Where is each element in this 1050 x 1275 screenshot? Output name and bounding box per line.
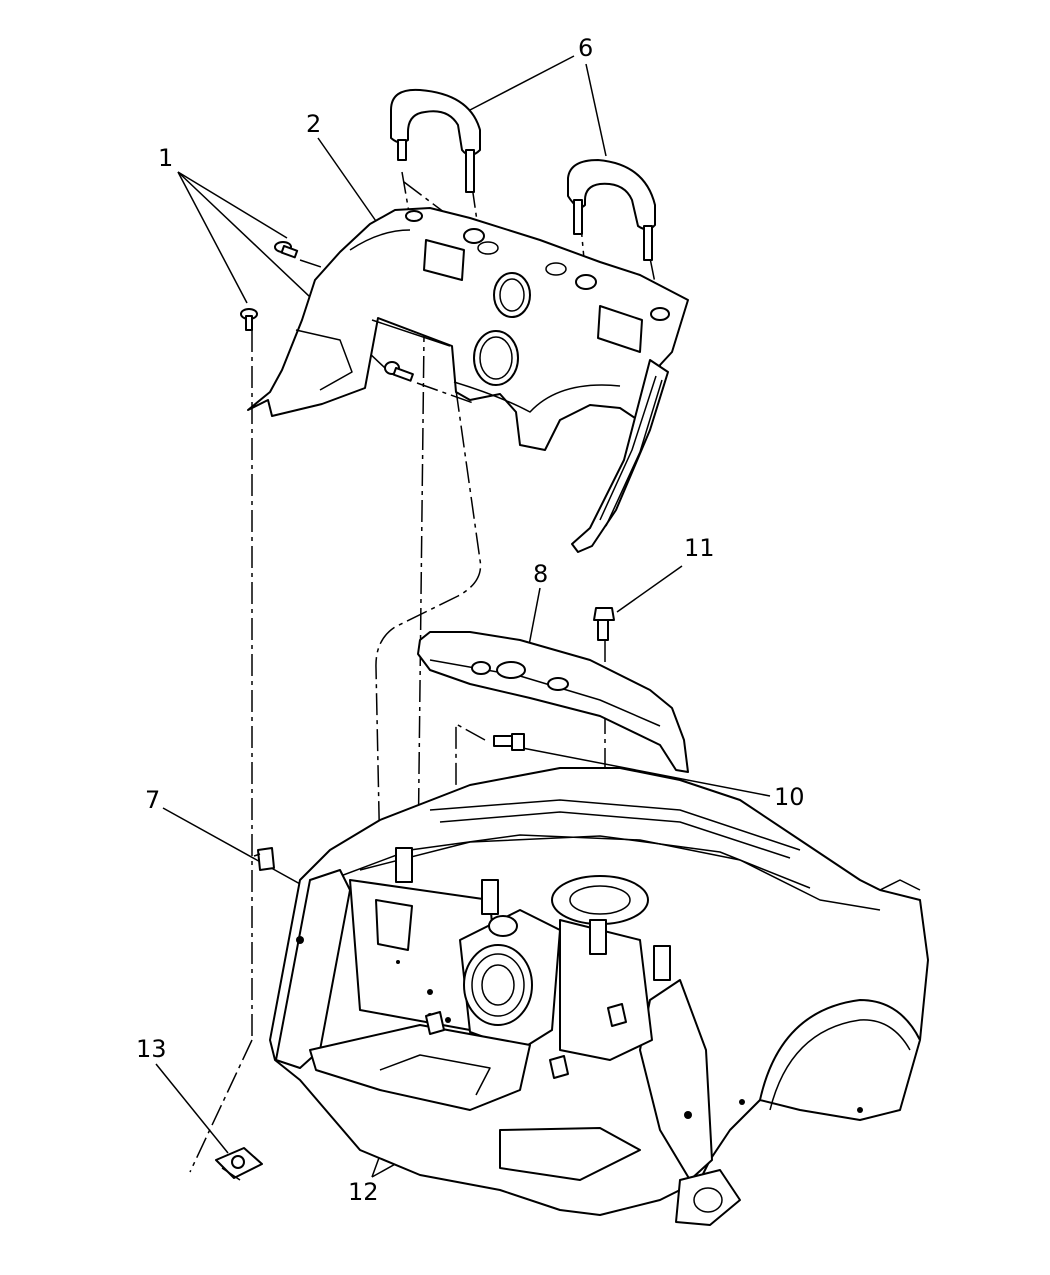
nut-12-a xyxy=(425,1011,445,1035)
leader-13 xyxy=(155,1063,229,1154)
spare-well xyxy=(551,875,649,925)
clip-13 xyxy=(215,1147,263,1181)
headrest-right-post-b xyxy=(643,225,653,261)
bracket-3 xyxy=(589,919,607,955)
bracket-1 xyxy=(395,847,413,883)
leader-11 xyxy=(616,565,683,613)
vehicle-body xyxy=(269,767,929,1226)
phantom-clip-left xyxy=(417,247,426,861)
phantom-clip-13 xyxy=(189,1039,253,1173)
screw-left xyxy=(240,308,258,331)
leader-10 xyxy=(511,745,771,797)
screw-upper xyxy=(274,241,299,259)
callout-10: 10 xyxy=(774,783,805,811)
bolt-10 xyxy=(493,733,525,751)
tail-lamp xyxy=(675,1169,741,1226)
callout-1: 1 xyxy=(158,144,173,172)
callout-11: 11 xyxy=(684,534,715,562)
upper-trim-panel xyxy=(247,207,689,553)
callout-13: 13 xyxy=(136,1035,167,1063)
callout-8: 8 xyxy=(533,560,548,588)
clip-7-right xyxy=(607,1003,627,1027)
leader-7-left xyxy=(162,807,321,896)
nut-12-b xyxy=(549,1055,569,1079)
headrest-left-post-b xyxy=(465,149,475,193)
headrest-left-post-a xyxy=(397,139,407,161)
bulkhead-window xyxy=(375,899,413,951)
bracket-2 xyxy=(481,879,499,915)
speaker-cone-outer xyxy=(463,944,533,1026)
callout-labels: 1 2 6 7 7 8 10 11 12 13 xyxy=(136,34,805,1206)
callout-6: 6 xyxy=(578,34,593,62)
leader-6-b xyxy=(585,63,607,157)
headrest-left xyxy=(390,88,481,193)
callout-7-left: 7 xyxy=(145,786,160,814)
moulding-hole-1 xyxy=(496,661,526,679)
bulkhead-right xyxy=(559,919,653,1061)
phantom-screw-lower xyxy=(416,382,477,405)
callout-12: 12 xyxy=(348,1178,379,1206)
headrest-right-post-a xyxy=(573,199,583,235)
right-pillar xyxy=(639,979,713,1181)
speaker-hole-lower xyxy=(473,330,519,386)
wheel-arch xyxy=(759,999,921,1101)
leader-1-a xyxy=(177,171,288,239)
moulding-hole-2 xyxy=(547,677,569,691)
callout-2: 2 xyxy=(306,110,321,138)
leader-2 xyxy=(317,137,379,225)
screw-lower xyxy=(384,361,414,382)
bolt-11 xyxy=(593,607,615,641)
leader-1-c xyxy=(177,171,248,304)
socket-1 xyxy=(423,239,465,281)
speaker-cone-inner xyxy=(481,964,515,1006)
right-flap xyxy=(571,359,669,553)
rear-moulding xyxy=(417,631,689,773)
clip-7-left xyxy=(253,847,275,871)
bracket-4 xyxy=(653,945,671,981)
headrest-right xyxy=(567,159,656,261)
lower-step xyxy=(499,1127,641,1181)
socket-2 xyxy=(597,305,643,353)
phantom-s-curve xyxy=(375,389,482,863)
leader-6-a xyxy=(469,55,575,111)
